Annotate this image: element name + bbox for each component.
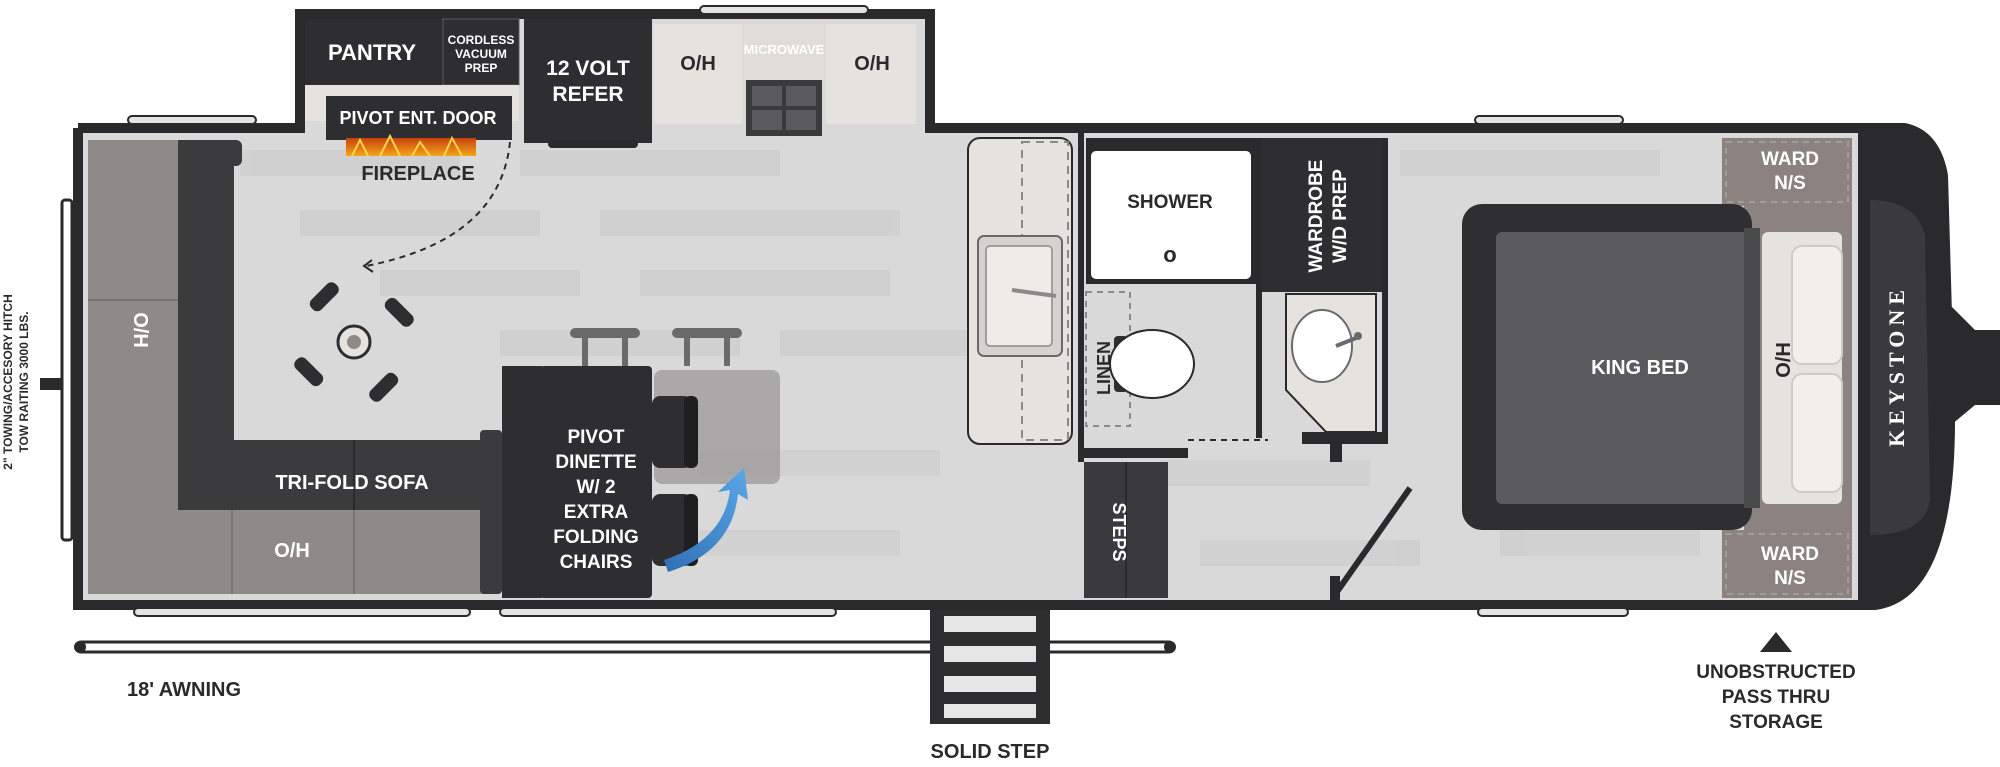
lavatory-sink — [1285, 293, 1377, 433]
keystone-brand-logo: KEYSTONE — [1884, 285, 1909, 447]
bath-wall-mid — [1256, 138, 1262, 438]
refer-label-line1: 12 VOLT — [546, 57, 630, 80]
ward-ns-top-label-line1: WARD — [1761, 149, 1819, 170]
dinette-pivot-arrow — [664, 468, 748, 572]
vacuum-prep-cabinet — [442, 18, 520, 86]
toilet-icon — [1109, 329, 1195, 399]
vacuum-label-line1: CORDLESS — [448, 33, 515, 47]
dinette-bench — [540, 366, 652, 598]
hitch-label-line2: TOW RAITING 3000 LBS. — [17, 311, 31, 452]
wardrobe — [1262, 138, 1388, 292]
ward-ns-top-label-line2: N/S — [1774, 173, 1806, 194]
bath-wall-left — [1078, 128, 1084, 462]
ward-ns-bottom — [1722, 530, 1852, 598]
solid-step-label: SOLID STEP — [931, 741, 1050, 763]
bath-wall-right — [1382, 138, 1388, 444]
pivot-door-arrowhead — [362, 259, 374, 273]
king-bed-label: KING BED — [1591, 357, 1689, 379]
sofa-seat — [232, 440, 490, 510]
ward-ns-top-dashes — [1725, 141, 1849, 203]
dinette-label-line2: DINETTE — [555, 452, 636, 473]
sofa-back-left — [178, 140, 234, 510]
dinette-bench-back — [502, 366, 542, 598]
pivot-door-label: PIVOT ENT. DOOR — [339, 108, 496, 128]
shower-label: SHOWER — [1127, 192, 1213, 213]
hitch-label-line1: 2" TOWING/ACCESORY HITCH — [1, 294, 15, 469]
awning-label: 18' AWNING — [127, 679, 241, 701]
king-bed-mattress — [1496, 232, 1752, 504]
pivot-door-swing — [365, 141, 511, 267]
sofa-oh-bottom-label: O/H — [274, 540, 310, 562]
shower-pan — [1089, 149, 1253, 281]
sofa-arm — [480, 430, 502, 594]
kitchen-faucet — [1011, 288, 1057, 298]
storage-label-line2: PASS THRU — [1722, 687, 1830, 708]
dinette-label-line4: EXTRA — [564, 502, 629, 523]
tv-cabinet — [326, 96, 512, 140]
bath-wall-bottom — [1084, 448, 1188, 458]
pillow-2 — [1791, 373, 1843, 493]
bed-oh-label: O/H — [1773, 342, 1795, 378]
ward-ns-top — [1722, 138, 1852, 206]
solid-step — [930, 610, 1050, 724]
wardrobe-label-line1: WARDROBE — [1306, 160, 1327, 273]
bath-wall-stub-2 — [1330, 432, 1342, 462]
window-markers — [127, 5, 1629, 617]
bedroom-door-jamb — [1330, 576, 1340, 600]
front-cap-inner — [1870, 200, 1930, 535]
headboard — [1744, 228, 1760, 508]
awning-end-left — [74, 641, 86, 653]
sofa-label: TRI-FOLD SOFA — [275, 472, 428, 494]
kitchen-oh-left — [654, 24, 742, 124]
bath-wall-stub — [1302, 432, 1386, 444]
oh-right-label: O/H — [854, 53, 890, 75]
sofa-back-top — [178, 140, 242, 166]
storage-pointer-icon — [1760, 632, 1792, 652]
sofa-oh-left-label: O/H — [129, 312, 151, 348]
dinette-label-line3: W/ 2 — [576, 477, 615, 498]
bedroom-door — [1331, 486, 1413, 598]
sofa-oh-bottom — [88, 510, 498, 594]
exterior-walls — [73, 9, 1862, 610]
front-bumper-rail — [60, 198, 74, 542]
vacuum-label-line3: PREP — [465, 61, 498, 75]
microwave-label: MICROWAVE — [744, 42, 825, 57]
shower-drain-label: o — [1163, 242, 1176, 267]
fireplace-flames — [351, 133, 463, 157]
ceiling-fan-icon — [294, 282, 414, 402]
awning-end-right — [1164, 641, 1176, 653]
dinette-chairs — [570, 328, 742, 566]
fireplace-label: FIREPLACE — [361, 163, 474, 185]
refer-label-line2: REFER — [552, 83, 623, 106]
steps-label: STEPS — [1109, 502, 1129, 561]
kingpin — [1945, 300, 2000, 430]
pillow-1 — [1791, 245, 1843, 365]
storage-label-line3: STORAGE — [1729, 712, 1823, 733]
dinette-label-line1: PIVOT — [567, 427, 624, 448]
linen-label: LINEN — [1094, 341, 1114, 395]
ward-ns-bottom-label-line1: WARD — [1761, 544, 1819, 565]
storage-label-line1: UNOBSTRUCTED — [1696, 662, 1855, 683]
refer-cabinet — [524, 19, 652, 143]
microwave-box — [744, 24, 824, 80]
fireplace — [346, 138, 476, 156]
oh-left-label: O/H — [680, 53, 716, 75]
cooktop — [746, 80, 822, 136]
pantry-label: PANTRY — [328, 40, 416, 65]
dinette-label-line5: FOLDING — [553, 527, 639, 548]
ward-ns-bottom-label-line2: N/S — [1774, 568, 1806, 589]
dinette-label-line6: CHAIRS — [560, 552, 633, 573]
kitchen-oh-right — [826, 24, 916, 124]
ward-ns-bottom-dashes — [1725, 533, 1849, 595]
floor-planks — [240, 150, 1700, 566]
pantry-cabinet — [305, 19, 443, 85]
wardrobe-label-line2: W/D PREP — [1330, 169, 1351, 263]
vacuum-label-line2: VACUUM — [455, 47, 507, 61]
refer-floor-pad — [548, 140, 638, 148]
